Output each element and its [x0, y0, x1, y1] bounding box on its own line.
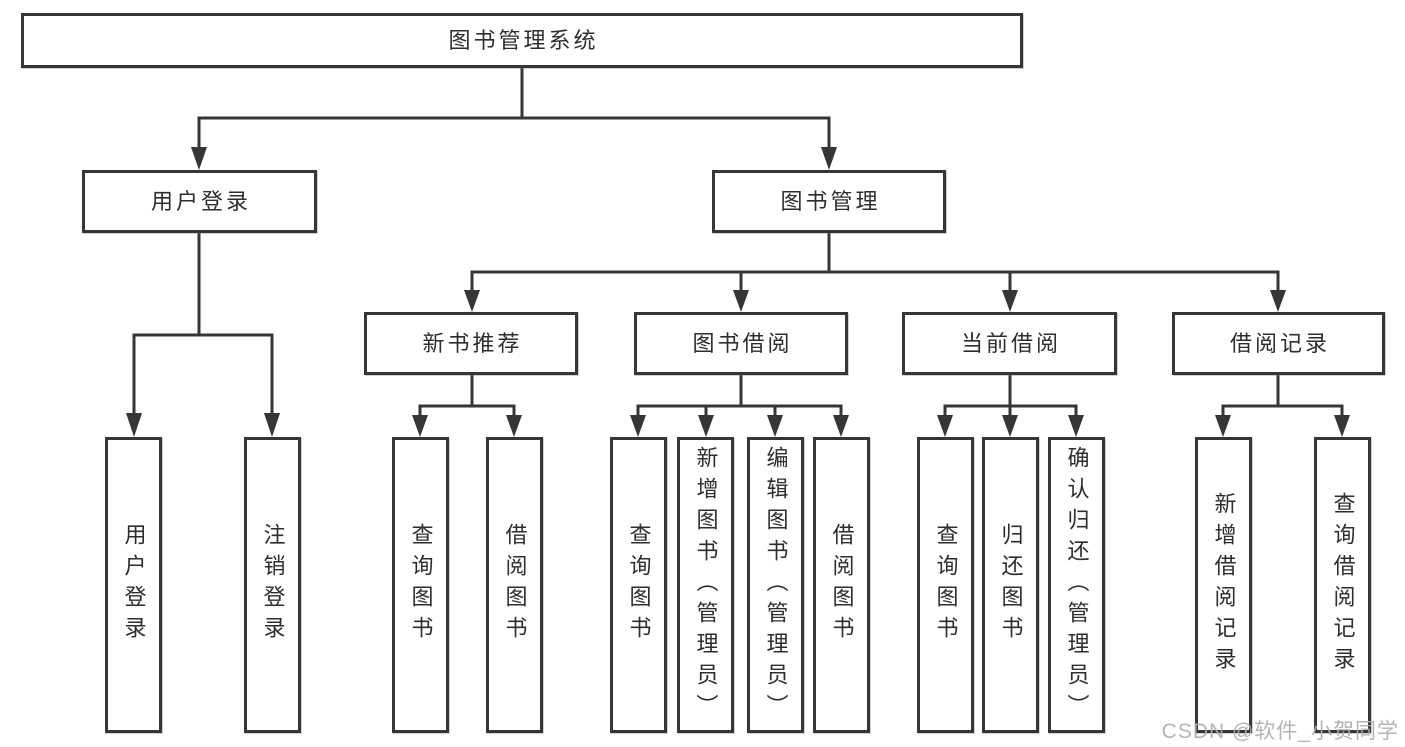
- leaf-borrow-borrow-book: 借阅图书: [813, 437, 870, 733]
- leaf-user-login: 用户登录: [105, 437, 162, 733]
- node-current-borrow-label: 当前借阅: [960, 330, 1061, 356]
- leaf-borrow-borrow-book-label: 借阅图书: [829, 523, 855, 647]
- leaf-borrow-edit-book-admin: 编辑图书（管理员）: [747, 437, 804, 733]
- leaf-current-search-book-label: 查询图书: [933, 523, 959, 647]
- leaf-recommend-search-book-label: 查询图书: [408, 523, 434, 647]
- node-book-management: 图书管理: [712, 170, 946, 233]
- leaf-current-confirm-return-admin: 确认归还（管理员）: [1048, 437, 1105, 733]
- node-current-borrow: 当前借阅: [902, 312, 1117, 375]
- node-user-login: 用户登录: [82, 170, 317, 233]
- leaf-recommend-search-book: 查询图书: [392, 437, 449, 733]
- leaf-records-search-record-label: 查询借阅记录: [1330, 492, 1356, 678]
- leaf-records-add-record-label: 新增借阅记录: [1211, 492, 1237, 678]
- leaf-current-return-book-label: 归还图书: [998, 523, 1024, 647]
- leaf-current-return-book: 归还图书: [982, 437, 1039, 733]
- node-book-borrow: 图书借阅: [634, 312, 848, 375]
- leaf-borrow-add-book-admin-label: 新增图书（管理员）: [693, 445, 719, 725]
- leaf-user-login-label: 用户登录: [121, 523, 147, 647]
- node-root: 图书管理系统: [21, 13, 1023, 68]
- leaf-borrow-edit-book-admin-label: 编辑图书（管理员）: [763, 445, 789, 725]
- leaf-current-confirm-return-admin-label: 确认归还（管理员）: [1064, 445, 1090, 725]
- leaf-borrow-search-book: 查询图书: [610, 437, 667, 733]
- leaf-records-search-record: 查询借阅记录: [1314, 437, 1371, 733]
- node-book-borrow-label: 图书借阅: [692, 330, 793, 356]
- leaf-recommend-borrow-book-label: 借阅图书: [502, 523, 528, 647]
- node-user-login-label: 用户登录: [150, 188, 251, 214]
- leaf-borrow-search-book-label: 查询图书: [626, 523, 652, 647]
- node-borrow-records-label: 借阅记录: [1229, 330, 1330, 356]
- node-borrow-records: 借阅记录: [1172, 312, 1385, 375]
- node-new-book-recommend: 新书推荐: [364, 312, 578, 375]
- node-book-management-label: 图书管理: [780, 188, 881, 214]
- leaf-logout-label: 注销登录: [260, 523, 286, 647]
- leaf-current-search-book: 查询图书: [917, 437, 974, 733]
- leaf-records-add-record: 新增借阅记录: [1195, 437, 1252, 733]
- leaf-borrow-add-book-admin: 新增图书（管理员）: [677, 437, 734, 733]
- leaf-recommend-borrow-book: 借阅图书: [486, 437, 543, 733]
- node-root-label: 图书管理系统: [448, 27, 599, 53]
- csdn-watermark: CSDN @软件_小贺同学: [1161, 720, 1399, 743]
- leaf-logout: 注销登录: [244, 437, 301, 733]
- node-new-book-recommend-label: 新书推荐: [422, 330, 523, 356]
